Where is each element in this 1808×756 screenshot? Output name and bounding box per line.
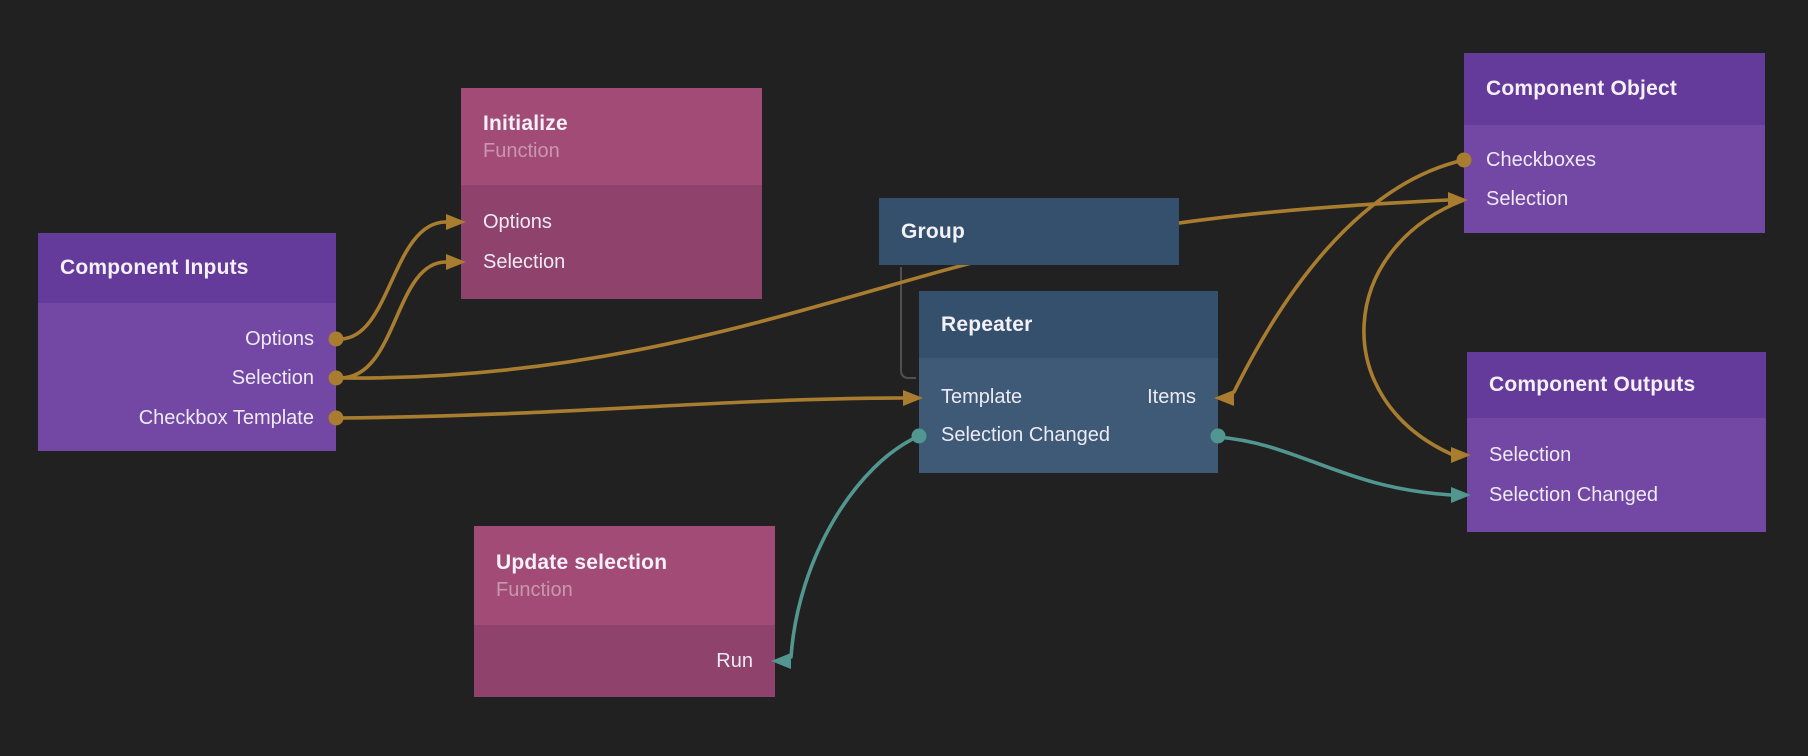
edge-component-inputs.selection-to-initialize.selection[interactable] [338, 260, 448, 380]
node-title: Component Object [1486, 77, 1678, 100]
node-header[interactable]: Repeater [919, 291, 1218, 358]
node-header[interactable]: Component Outputs [1467, 352, 1766, 418]
node-title: Initialize [483, 111, 568, 135]
port-options[interactable]: Options [245, 328, 314, 350]
node-title: Component Outputs [1489, 373, 1696, 396]
edge-repeater.selection-changed-to-component-outputs.selection-changed[interactable] [1216, 435, 1453, 497]
port-selection[interactable]: Selection [1489, 444, 1572, 466]
output-dot-component-object.checkboxes[interactable] [1456, 152, 1472, 168]
node-header[interactable]: Component Object [1464, 53, 1765, 125]
port-selection[interactable]: Selection [483, 251, 566, 273]
edge-component-inputs.options-to-initialize.options[interactable] [338, 220, 448, 341]
output-dot-repeater.selection-changed-right[interactable] [1210, 428, 1226, 444]
node-group[interactable]: Group [879, 198, 1179, 265]
edge-repeater.selection-changed-to-update-selection.run[interactable] [789, 434, 921, 659]
node-title: Update selection [496, 550, 668, 574]
node-title: Group [901, 219, 965, 243]
port-template[interactable]: Template [941, 386, 1023, 408]
edge-component-object.checkboxes-to-repeater.items[interactable] [1232, 158, 1466, 394]
port-selection[interactable]: Selection [231, 367, 314, 389]
edge-component-object.selection-to-component-outputs.selection[interactable] [1362, 198, 1466, 456]
port-selection-changed[interactable]: Selection Changed [1489, 484, 1659, 506]
edge-component-inputs.checkbox-template-to-repeater.template[interactable] [338, 396, 905, 420]
node-subtitle: Function [496, 578, 573, 601]
node-header[interactable]: Component Inputs [38, 233, 336, 303]
node-subtitle: Function [483, 139, 560, 162]
port-items[interactable]: Items [1147, 386, 1196, 408]
port-checkbox-template[interactable]: Checkbox Template [138, 407, 314, 429]
port-selection[interactable]: Selection [1486, 188, 1569, 210]
node-title: Component Inputs [60, 256, 249, 279]
node-header[interactable]: Group [879, 198, 1179, 265]
output-dot-component-inputs.options[interactable] [328, 331, 344, 347]
node-title: Repeater [941, 312, 1033, 336]
output-dot-repeater.selection-changed-left[interactable] [911, 428, 927, 444]
port-checkboxes[interactable]: Checkboxes [1486, 149, 1597, 171]
port-run[interactable]: Run [716, 650, 753, 672]
port-options[interactable]: Options [483, 211, 552, 233]
node-body: Run [474, 625, 775, 697]
port-selection-changed[interactable]: Selection Changed [941, 424, 1111, 446]
output-dot-component-inputs.selection[interactable] [328, 370, 344, 386]
output-dot-component-inputs.checkbox-template[interactable] [328, 410, 344, 426]
